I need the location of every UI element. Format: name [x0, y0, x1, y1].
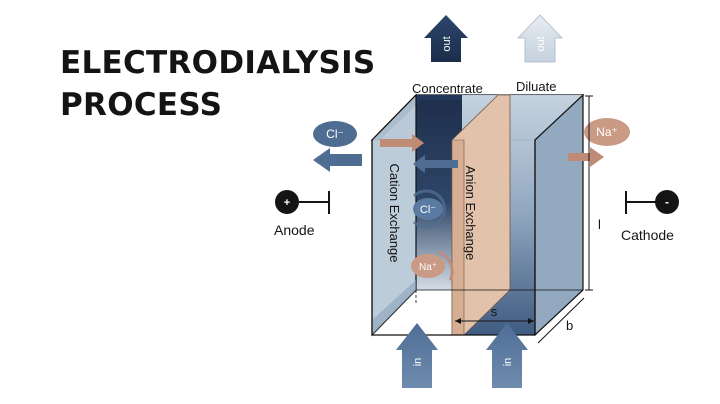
chloride-ion-outer: Cl⁻	[313, 121, 357, 147]
dimension-l: l	[585, 95, 601, 291]
diluate-in-arrow: in	[486, 323, 528, 388]
dimension-b-label: b	[566, 318, 573, 333]
anion-exchange-label: Anion Exchange	[463, 166, 478, 261]
dimension-s-label: s	[491, 304, 498, 319]
anode-terminal-icon	[275, 190, 299, 214]
sodium-ion-inner: Na⁺	[411, 250, 454, 281]
ion-arrows	[313, 134, 604, 173]
dimension-b: b	[537, 297, 585, 344]
anode-sign: +	[284, 197, 290, 209]
title-line-2: PROCESS	[60, 87, 223, 123]
chloride-ion-inner: Cl⁻	[412, 189, 446, 229]
sodium-ion-outer: Na⁺	[584, 118, 630, 146]
anode-label: Anode	[274, 222, 315, 238]
title-line-1: ELECTRODIALYSIS	[60, 45, 376, 81]
sodium-ion-label: Na⁺	[596, 125, 618, 139]
cation-exchange-label: Cation Exchange	[387, 163, 402, 262]
dimension-s: s	[455, 304, 534, 324]
concentrate-label: Concentrate	[412, 81, 483, 96]
chloride-ion-label: Cl⁻	[326, 127, 344, 141]
cathode-terminal-icon	[655, 190, 679, 214]
diluate-label: Diluate	[516, 79, 556, 94]
out-arrow-label-2: out	[535, 36, 547, 51]
diluate-out-arrow: out	[517, 14, 563, 63]
sodium-ion-inner-label: Na⁺	[419, 262, 437, 273]
chloride-ion-inner-label: Cl⁻	[420, 204, 436, 216]
dimension-l-label: l	[598, 217, 601, 232]
out-arrow-label: out	[441, 36, 453, 51]
concentrate-out-arrow: out	[424, 15, 468, 62]
in-arrow-label-2: in	[502, 358, 514, 367]
anode: + Anode	[274, 190, 330, 238]
page-title: ELECTRODIALYSIS PROCESS	[60, 42, 376, 126]
cathode-sign: -	[665, 195, 669, 209]
concentrate-in-arrow: in	[396, 323, 438, 388]
in-arrow-label: in	[412, 358, 424, 367]
cathode: - Cathode	[621, 190, 679, 243]
cathode-label: Cathode	[621, 227, 674, 243]
